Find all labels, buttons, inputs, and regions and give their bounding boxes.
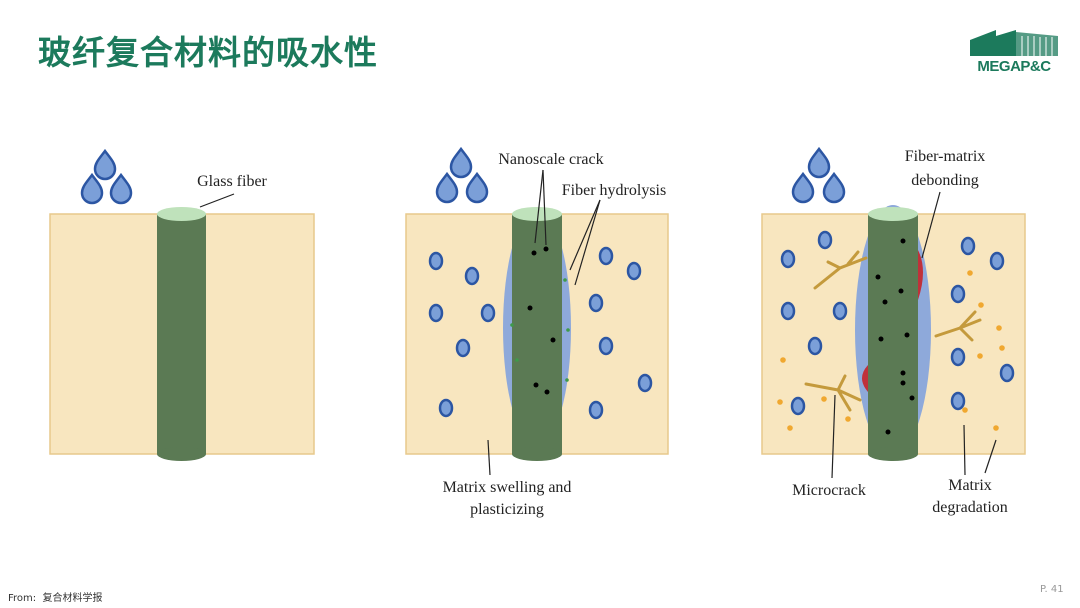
crack-dot (878, 336, 884, 342)
water-molecule (950, 391, 966, 411)
crack-dot (909, 395, 915, 401)
water-molecule (832, 301, 848, 321)
water-molecule (817, 230, 833, 250)
hydrolysis-dot (566, 328, 570, 332)
crack-dot (875, 274, 881, 280)
crack-dot (533, 382, 539, 388)
crack-dot (544, 389, 550, 395)
water-molecule (780, 301, 796, 321)
glass-fiber (512, 207, 562, 461)
nanoscale-cracks (875, 238, 915, 435)
degradation-particle (780, 357, 786, 363)
megapc-logo: MEGAP&C (966, 28, 1066, 78)
water-molecule (455, 338, 471, 358)
label-fiber-hydrolysis: Fiber hydrolysis (562, 182, 666, 199)
degradation-particle (962, 407, 968, 413)
water-molecule (960, 236, 976, 256)
degradation-particle (967, 270, 973, 276)
crack-dot (527, 305, 533, 311)
water-molecule (438, 398, 454, 418)
water-molecule (464, 266, 480, 286)
water-molecule (637, 373, 653, 393)
label-debonding: debonding (911, 172, 979, 189)
crack-dot (531, 250, 537, 256)
water-molecule (989, 251, 1005, 271)
hydrolysis-dot (515, 358, 519, 362)
crack-dot (898, 288, 904, 294)
matrix-degradation-particles (777, 270, 1005, 431)
label-degradation: degradation (932, 499, 1008, 516)
source-note: From: 复合材料学报 (8, 589, 103, 604)
degradation-particle (999, 345, 1005, 351)
water-molecule (588, 293, 604, 313)
water-molecule (428, 303, 444, 323)
degradation-particle (978, 302, 984, 308)
degradation-particle (996, 325, 1002, 331)
water-drops-icon (435, 147, 489, 204)
water-molecule (598, 336, 614, 356)
water-molecule (428, 251, 444, 271)
water-molecule (950, 347, 966, 367)
label-glass-fiber: Glass fiber (197, 173, 267, 190)
water-molecule (999, 363, 1015, 383)
microcracks (804, 250, 982, 412)
hydrolysis-dot (565, 378, 569, 382)
crack-dot (900, 370, 906, 376)
label-microcrack: Microcrack (792, 482, 866, 499)
crack-dot (885, 429, 891, 435)
page-title: 玻纤复合材料的吸水性 (38, 33, 378, 72)
source-label: From: (8, 593, 37, 604)
water-molecule (950, 284, 966, 304)
debonding-region (862, 365, 868, 392)
label-matrix: Matrix (948, 477, 992, 494)
water-molecule (588, 400, 604, 420)
logo-text: MEGAP&C (977, 58, 1051, 75)
label-plasticizing: plasticizing (470, 501, 544, 518)
degradation-particle (787, 425, 793, 431)
water-molecule (790, 396, 806, 416)
label-matrix-swelling: Matrix swelling and (443, 479, 572, 496)
degradation-particle (777, 399, 783, 405)
glass-fiber (868, 207, 918, 461)
debonding-region (918, 250, 923, 300)
degradation-particle (821, 396, 827, 402)
label-nanoscale-crack: Nanoscale crack (498, 151, 603, 168)
crack-dot (904, 332, 910, 338)
building-logo-icon (970, 30, 1058, 56)
crack-dot (550, 337, 556, 343)
panel-swelling: Nanoscale crack Fiber hydrolysis Matrix … (405, 147, 669, 518)
glass-fiber (157, 207, 206, 461)
hydrolysis-dot (510, 323, 514, 327)
page-number: P. 41 (1040, 584, 1064, 595)
water-molecule (598, 246, 614, 266)
source-name: 复合材料学报 (42, 593, 103, 604)
water-molecule (780, 249, 796, 269)
crack-dot (900, 380, 906, 386)
panel-degradation: Fiber-matrix debonding Microcrack Matrix… (761, 147, 1026, 516)
crack-dot (900, 238, 906, 244)
degradation-particle (977, 353, 983, 359)
panel-dry-composite: Glass fiber (49, 149, 315, 461)
degradation-particle (845, 416, 851, 422)
crack-dot (882, 299, 888, 305)
water-drops-icon (791, 147, 846, 204)
hydrolysis-dot (563, 278, 567, 282)
water-molecule (626, 261, 642, 281)
water-drops-icon (80, 149, 133, 205)
crack-dot (543, 246, 549, 252)
nanoscale-cracks (510, 246, 570, 395)
water-molecule (480, 303, 496, 323)
label-fiber-matrix: Fiber-matrix (905, 148, 986, 165)
degradation-particle (993, 425, 999, 431)
water-molecule (807, 336, 823, 356)
